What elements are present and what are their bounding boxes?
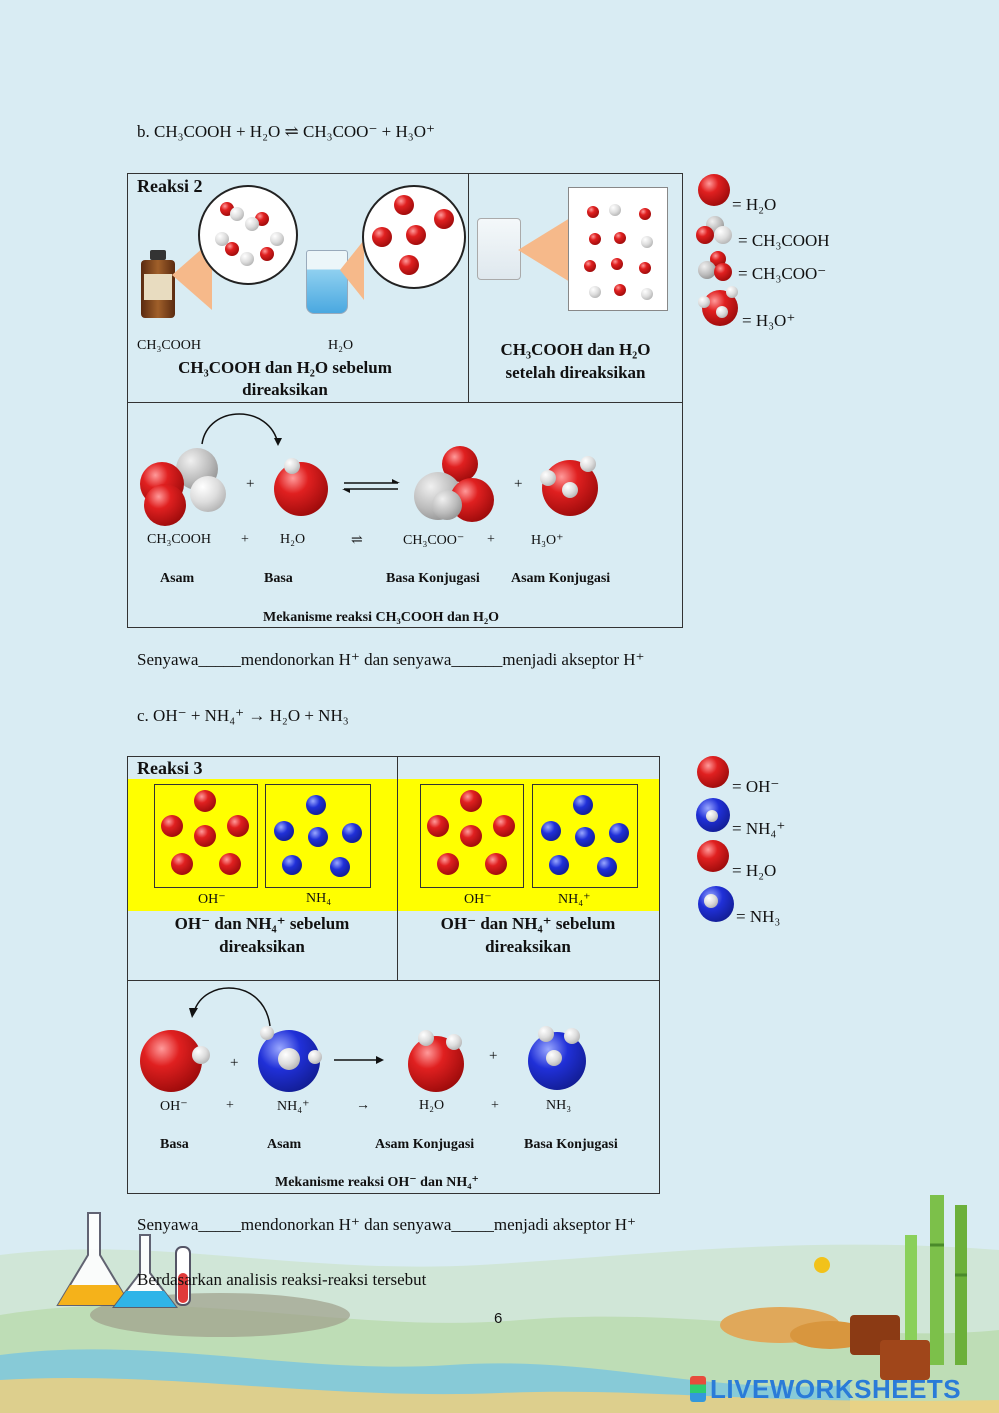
brand-name: LIVEWORKSHEETS [710,1374,961,1405]
nh3-molecule [524,1026,590,1090]
label-oh: OH⁻ [464,891,492,908]
role-label: Asam [267,1137,301,1153]
role-label: Basa Konjugasi [386,571,480,587]
brand-icon [690,1376,706,1402]
h2o-molecule [406,1030,466,1092]
divider [127,980,660,981]
species-label: + [487,532,495,548]
mechanism-caption: Mekanisme reaksi CH₃COOH dan H₂O [263,610,499,626]
species-label: OH⁻ [160,1098,188,1115]
species-label: → [356,1098,370,1114]
nh4-particle-box [265,784,371,888]
brand-logo[interactable]: LIVEWORKSHEETS [690,1374,961,1404]
proton-transfer-arrow [184,982,284,1030]
page-number: 6 [494,1310,502,1327]
legend-label: = H₂O [732,861,776,881]
hydrogen-atom [192,1046,210,1064]
plus-sign: + [246,476,254,493]
divider [397,756,398,981]
bottle-image [141,250,175,318]
legend-h2o-icon [697,840,729,872]
box-title-reaksi-3: Reaksi 3 [137,758,203,779]
equilibrium-arrow [340,478,402,494]
legend-nh3-icon [698,886,736,922]
oh-particle-box [154,784,258,888]
label-ch3cooh: CH₃COOH [137,338,201,354]
role-label: Asam Konjugasi [511,571,610,587]
caption-after: CH₃COOH dan H₂O setelah direaksikan [478,338,673,384]
legend-label: = NH₄⁺ [732,819,785,839]
species-label: CH₃COOH [147,532,211,548]
h3o-molecule [540,456,602,516]
question-c: Senyawa_____mendonorkan H⁺ dan senyawa__… [137,1215,636,1235]
legend-label: = CH₃COOH [738,231,830,251]
equation-c: c. OH⁻ + NH₄⁺ → H₂O + NH₃ [137,706,349,726]
species-label: H₂O [280,532,305,548]
proton-transfer-arrow [190,408,290,448]
species-label: + [226,1098,234,1114]
legend-label: = H₂O [732,195,776,215]
zoom-circle-h2o [362,185,466,289]
legend-label: = CH₃COO⁻ [738,264,826,284]
legend-nh4-icon [696,798,732,834]
zoom-box-after [568,187,668,311]
label-oh: OH⁻ [198,891,226,908]
plus-sign: + [230,1055,238,1072]
caption-right: OH⁻ dan NH₄⁺ sebelum direaksikan [403,912,653,958]
question-b: Senyawa_____mendonorkan H⁺ dan senyawa__… [137,650,645,670]
caption-left: OH⁻ dan NH₄⁺ sebelum direaksikan [137,912,387,958]
species-label: + [241,532,249,548]
legend-h2o-icon [698,174,730,206]
species-label: NH₄⁺ [277,1098,310,1115]
reaction-arrow [332,1054,386,1066]
role-label: Basa [160,1137,189,1153]
divider [468,173,469,403]
legend-label: = NH₃ [736,907,780,927]
label-nh4: NH₄⁺ [558,891,591,908]
species-label: NH₃ [546,1098,571,1114]
legend-label: = OH⁻ [732,777,779,797]
legend-oh-icon [697,756,729,788]
ch3cooh-molecule [140,448,228,526]
plus-sign: + [514,476,522,493]
species-label: ⇌ [351,532,363,549]
equation-b: b. CH₃COOH + H₂O ⇌ CH₃COO⁻ + H₃O⁺ [137,122,435,142]
legend-ch3coo-icon [698,251,734,281]
beaker-image [477,218,521,280]
legend-h3o-icon [698,286,742,326]
species-label: H₃O⁺ [531,532,564,549]
oh-molecule [140,1030,202,1092]
h2o-molecule [274,458,330,514]
box-title-reaksi-2: Reaksi 2 [137,176,203,197]
label-nh4: NH₄ [306,891,331,907]
nh4-particle-box [532,784,638,888]
zoom-cone [340,240,364,300]
species-label: + [491,1098,499,1114]
caption-before: CH₃COOH dan H₂O sebelum direaksikan [150,357,420,401]
divider [127,402,683,403]
role-label: Asam [160,571,194,587]
role-label: Basa [264,571,293,587]
role-label: Asam Konjugasi [375,1137,474,1153]
nh4-molecule [258,1026,324,1092]
legend-ch3cooh-icon [696,216,732,246]
species-label: H₂O [419,1098,444,1114]
label-h2o: H₂O [328,338,353,354]
species-label: CH₃COO⁻ [403,532,464,549]
ch3coo-molecule [414,446,496,526]
conclusion-text: Berdasarkan analisis reaksi-reaksi terse… [137,1270,426,1290]
zoom-circle-ch3cooh [198,185,298,285]
oh-particle-box [420,784,524,888]
role-label: Basa Konjugasi [524,1137,618,1153]
zoom-cone [518,218,570,282]
mechanism-caption: Mekanisme reaksi OH⁻ dan NH₄⁺ [275,1174,479,1191]
legend-label: = H₃O⁺ [742,311,795,331]
plus-sign: + [489,1048,497,1065]
